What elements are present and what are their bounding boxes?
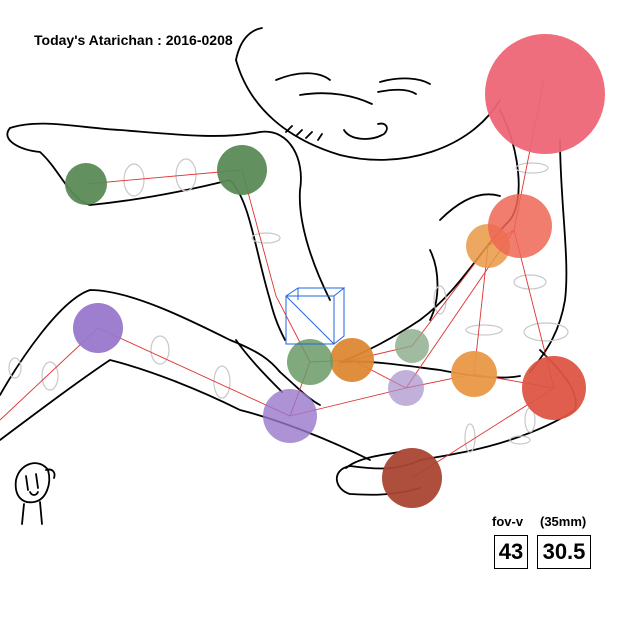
cube-gizmo[interactable] bbox=[285, 287, 346, 345]
hip-left-sphere bbox=[287, 339, 333, 385]
right-foot-sphere bbox=[73, 303, 123, 353]
right-elbow-sphere bbox=[451, 351, 497, 397]
pelvis-sphere bbox=[388, 370, 424, 406]
chest-sphere bbox=[488, 194, 552, 258]
lens-label: (35mm) bbox=[540, 514, 587, 529]
left-elbow-sphere bbox=[522, 356, 586, 420]
head-sphere bbox=[485, 34, 605, 154]
left-foot-sphere bbox=[65, 163, 107, 205]
hip-right-sphere bbox=[395, 329, 429, 363]
joint-spheres bbox=[65, 34, 605, 508]
hip-knot-sphere bbox=[330, 338, 374, 382]
right-knee-sphere bbox=[263, 389, 317, 443]
fov-label: fov-v bbox=[492, 514, 524, 529]
left-knee-sphere bbox=[217, 145, 267, 195]
lens-value-box[interactable]: 30.5 bbox=[537, 535, 591, 569]
fov-value-box[interactable]: 43 bbox=[494, 535, 528, 569]
page-title: Today's Atarichan : 2016-0208 bbox=[34, 32, 233, 48]
left-hand-sphere bbox=[382, 448, 442, 508]
